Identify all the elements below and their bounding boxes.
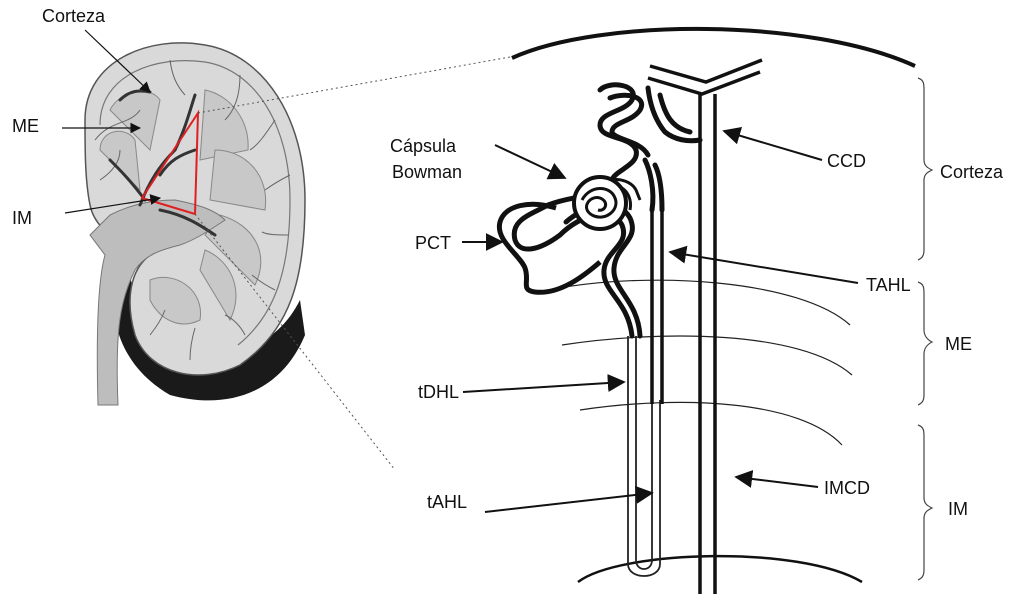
zone-label-me: ME (945, 334, 972, 354)
zoom-bottom-arc (578, 556, 862, 582)
label-bowman: Bowman (392, 162, 462, 182)
kidney-label-corteza: Corteza (42, 6, 106, 26)
collecting-duct (648, 60, 762, 594)
zone-label-corteza: Corteza (940, 162, 1004, 182)
zoom-top-arc (512, 29, 915, 66)
loop-of-henle-thin (628, 336, 660, 576)
label-ccd: CCD (827, 151, 866, 171)
label-capsula: Cápsula (390, 136, 457, 156)
label-tahl: tAHL (427, 492, 467, 512)
zone-brackets (918, 78, 932, 580)
kidney-label-im: IM (12, 208, 32, 228)
kidney-illustration (72, 34, 314, 410)
zone-label-im: IM (948, 499, 968, 519)
nephron-zoom: Cápsula Bowman PCT tDHL tAHL CCD TAHL IM… (390, 29, 1004, 594)
label-pct: PCT (415, 233, 451, 253)
thick-ascending-limb (652, 210, 662, 404)
label-tahl-thick: TAHL (866, 275, 911, 295)
kidney-label-me: ME (12, 116, 39, 136)
label-imcd: IMCD (824, 478, 870, 498)
label-tdhl: tDHL (418, 382, 459, 402)
